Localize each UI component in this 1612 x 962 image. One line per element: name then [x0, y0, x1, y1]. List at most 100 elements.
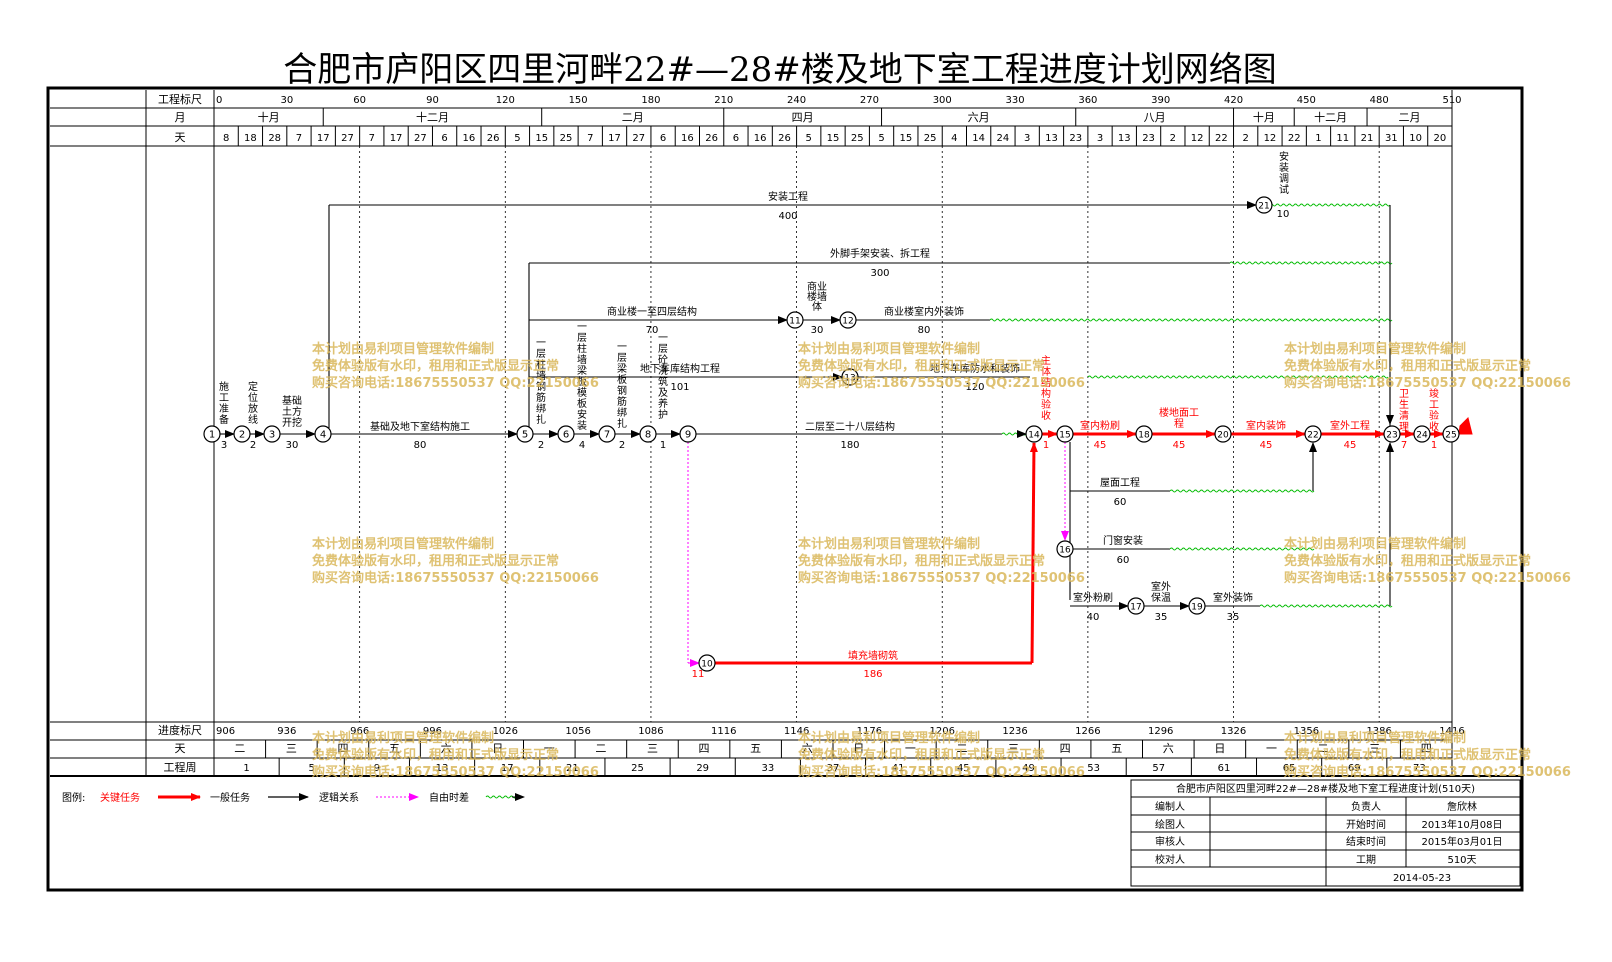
- float-wave: [1269, 203, 1391, 207]
- activity-name: 及: [658, 387, 668, 399]
- activity-duration: 2: [250, 440, 256, 451]
- activity-duration: 10: [1277, 209, 1290, 220]
- node-circle: [1127, 597, 1145, 615]
- scale-row-label: 进度标尺: [158, 723, 202, 737]
- month-label: 二月: [622, 111, 644, 124]
- activity-name: 柱: [536, 358, 546, 371]
- week-label: 49: [1022, 763, 1035, 774]
- node-circle: [639, 425, 657, 443]
- day-label: 31: [1385, 133, 1398, 144]
- week-label: 29: [696, 763, 709, 774]
- node-label: 7: [604, 430, 610, 441]
- day-label: 26: [705, 133, 718, 144]
- scale-tick-label: 60: [353, 95, 366, 106]
- activity-name: 安: [577, 408, 587, 421]
- day-label: 12: [1264, 133, 1277, 144]
- activity-duration: 186: [863, 669, 882, 680]
- week-label: 17: [501, 763, 514, 774]
- activity-name: 扎: [617, 417, 627, 430]
- activity-name: 外脚手架安装、拆工程: [830, 247, 930, 260]
- scale-tick-label: 420: [1224, 95, 1243, 106]
- weekday-label: 三: [1008, 742, 1019, 755]
- day-label: 22: [1215, 133, 1228, 144]
- info-value: 510天: [1447, 855, 1476, 866]
- node-circle: [1025, 425, 1043, 443]
- node-label: 5: [522, 430, 528, 441]
- node-circle: [1056, 540, 1074, 558]
- watermark-text: 购买咨询电话:18675550537 QQ:22150066: [798, 570, 1085, 586]
- progress-tick-label: 1356: [1294, 726, 1319, 737]
- activity-name: 一: [617, 342, 627, 353]
- activity-name: 墙: [536, 369, 546, 382]
- scale-tick-label: 450: [1297, 95, 1316, 106]
- activity-name: 土方: [282, 405, 302, 418]
- float-wave: [989, 318, 1393, 322]
- node-circle: [698, 654, 716, 672]
- activity-name: 屋面工程: [1100, 477, 1140, 489]
- day-label: 5: [878, 133, 884, 144]
- activity-name: 装: [1279, 161, 1289, 174]
- activity-name: 一: [577, 322, 587, 333]
- activity-duration: 80: [414, 440, 427, 451]
- activity-name: 理: [1399, 421, 1409, 433]
- activity-name: 备: [219, 413, 229, 426]
- month-label: 十月: [258, 110, 280, 124]
- scale-tick-label: 0: [216, 95, 222, 106]
- weekday-label: 三: [286, 742, 297, 755]
- day-label: 8: [223, 133, 229, 144]
- node-circle: [1304, 425, 1322, 443]
- scale-row-label: 月: [175, 111, 186, 124]
- activity-name: 体: [812, 301, 822, 313]
- day-label: 18: [244, 133, 257, 144]
- activity-name: 程: [1174, 418, 1184, 430]
- day-label: 13: [1045, 133, 1058, 144]
- node-circle: [1188, 597, 1206, 615]
- week-label: 65: [1283, 763, 1296, 774]
- watermark-text: 免费体验版有水印，租用和正式版显示正常: [1284, 747, 1531, 763]
- day-label: 13: [1118, 133, 1131, 144]
- activity-duration: 2: [619, 440, 625, 451]
- activity-duration: 1: [1431, 440, 1437, 451]
- day-label: 6: [733, 133, 739, 144]
- activity-name: 层: [658, 343, 668, 355]
- activity-name: 商业楼室内外装饰: [884, 305, 964, 318]
- float-wave: [1087, 375, 1389, 379]
- activity-name: 收: [1429, 420, 1439, 433]
- activity-duration: 101: [670, 382, 689, 393]
- activity-name: 墙: [577, 353, 587, 366]
- week-label: 53: [1087, 763, 1100, 774]
- activity-name: 商业: [807, 280, 827, 293]
- activity-name: 梁: [617, 362, 627, 375]
- day-label: 15: [827, 133, 840, 144]
- activity-name: 养: [658, 397, 668, 410]
- scale-row-label: 工程标尺: [158, 92, 202, 106]
- activity-duration: 30: [286, 440, 299, 451]
- activity-duration: 60: [1117, 555, 1130, 566]
- scale-tick-label: 270: [860, 95, 879, 106]
- progress-tick-label: 1296: [1148, 726, 1173, 737]
- node-circle: [1383, 425, 1401, 443]
- watermark-text: 购买咨询电话:18675550537 QQ:22150066: [1284, 764, 1571, 780]
- node-label: 14: [1028, 431, 1040, 441]
- watermark-text: 本计划由易利项目管理软件编制: [798, 341, 980, 357]
- watermark-text: 本计划由易利项目管理软件编制: [798, 536, 980, 552]
- activity-duration: 2: [538, 440, 544, 451]
- activity-duration: 45: [1260, 440, 1273, 451]
- activity-duration: 4: [579, 440, 585, 451]
- day-label: 26: [487, 133, 500, 144]
- day-label: 7: [587, 133, 593, 144]
- week-label: 13: [436, 763, 449, 774]
- node-circle: [841, 368, 859, 386]
- day-label: 6: [660, 133, 666, 144]
- day-label: 16: [681, 133, 694, 144]
- week-label: 33: [761, 763, 774, 774]
- node-circle: [839, 311, 857, 329]
- node-label: 13: [844, 374, 855, 384]
- activity-name: 位: [248, 391, 258, 404]
- node-label: 15: [1059, 431, 1070, 441]
- watermark-text: 免费体验版有水印，租用和正式版显示正常: [798, 747, 1045, 763]
- day-label: 3: [1024, 133, 1030, 144]
- activity-name: 层: [577, 332, 587, 344]
- day-label: 17: [390, 133, 403, 144]
